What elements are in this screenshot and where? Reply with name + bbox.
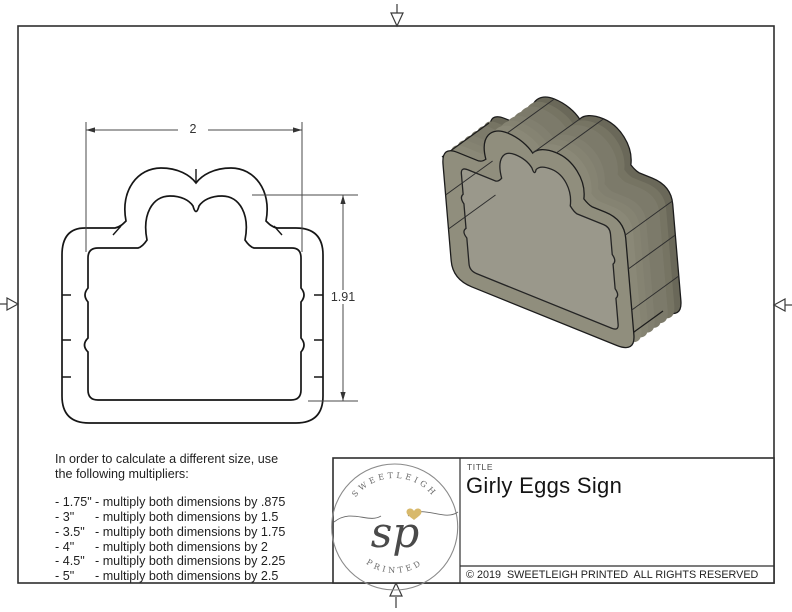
multiplier-size: - 1.75" [55,495,92,510]
dimension-height-label: 1.91 [326,290,360,304]
border-center-mark-top [390,4,404,28]
border-center-mark-bottom [389,581,403,608]
dim-arrow-right [293,127,302,133]
multiplier-size: - 3.5" [55,524,85,539]
multiplier-row: - 4" - multiply both dimensions by 2 [55,540,285,555]
dim-arrow-top [340,195,346,204]
copyright-text: © 2019 SWEETLEIGH PRINTED ALL RIGHTS RES… [466,569,759,581]
outline-tick-marks [62,169,323,378]
logo-heart-icon [406,508,422,520]
dim-arrow-left [86,127,95,133]
cutter-outline-2d [61,122,358,424]
render-seam-lines [445,98,680,311]
dim-arrow-bottom [340,392,346,401]
multiplier-row: - 5" - multiply both dimensions by 2.5 [55,569,285,584]
multiplier-row: - 3" - multiply both dimensions by 1.5 [55,510,285,525]
multiplier-rule: - multiply both dimensions by 2.5 [95,568,279,583]
multiplier-rule: - multiply both dimensions by 2.25 [95,554,286,569]
border-center-mark-left [0,296,20,312]
document-title: Girly Eggs Sign [466,473,623,498]
size-note: In order to calculate a different size, … [55,452,285,584]
multiplier-list: - 1.75" - multiply both dimensions by .8… [55,495,285,583]
multiplier-rule: - multiply both dimensions by .875 [95,495,286,510]
note-intro-line1: In order to calculate a different size, … [55,452,279,466]
multiplier-size: - 4" [55,539,75,554]
cutter-render-3d [437,70,683,354]
border-center-mark-right [772,297,792,313]
multiplier-rule: - multiply both dimensions by 2 [95,539,268,554]
multiplier-size: - 4.5" [55,554,85,569]
title-field-label: TITLE [467,462,494,472]
multiplier-size: - 5" [55,568,75,583]
title-block [332,457,775,584]
multiplier-size: - 3" [55,510,75,525]
note-intro-line2: the following multipliers: [55,467,189,482]
multiplier-row: - 3.5" - multiply both dimensions by 1.7… [55,525,285,540]
dimension-width-label: 2 [178,122,208,136]
dimension-width [85,122,303,252]
logo-circle [331,463,459,591]
multiplier-rule: - multiply both dimensions by 1.75 [95,524,286,539]
multiplier-row: - 4.5" - multiply both dimensions by 2.2… [55,554,285,569]
multiplier-rule: - multiply both dimensions by 1.5 [95,510,279,525]
multiplier-row: - 1.75" - multiply both dimensions by .8… [55,495,285,510]
